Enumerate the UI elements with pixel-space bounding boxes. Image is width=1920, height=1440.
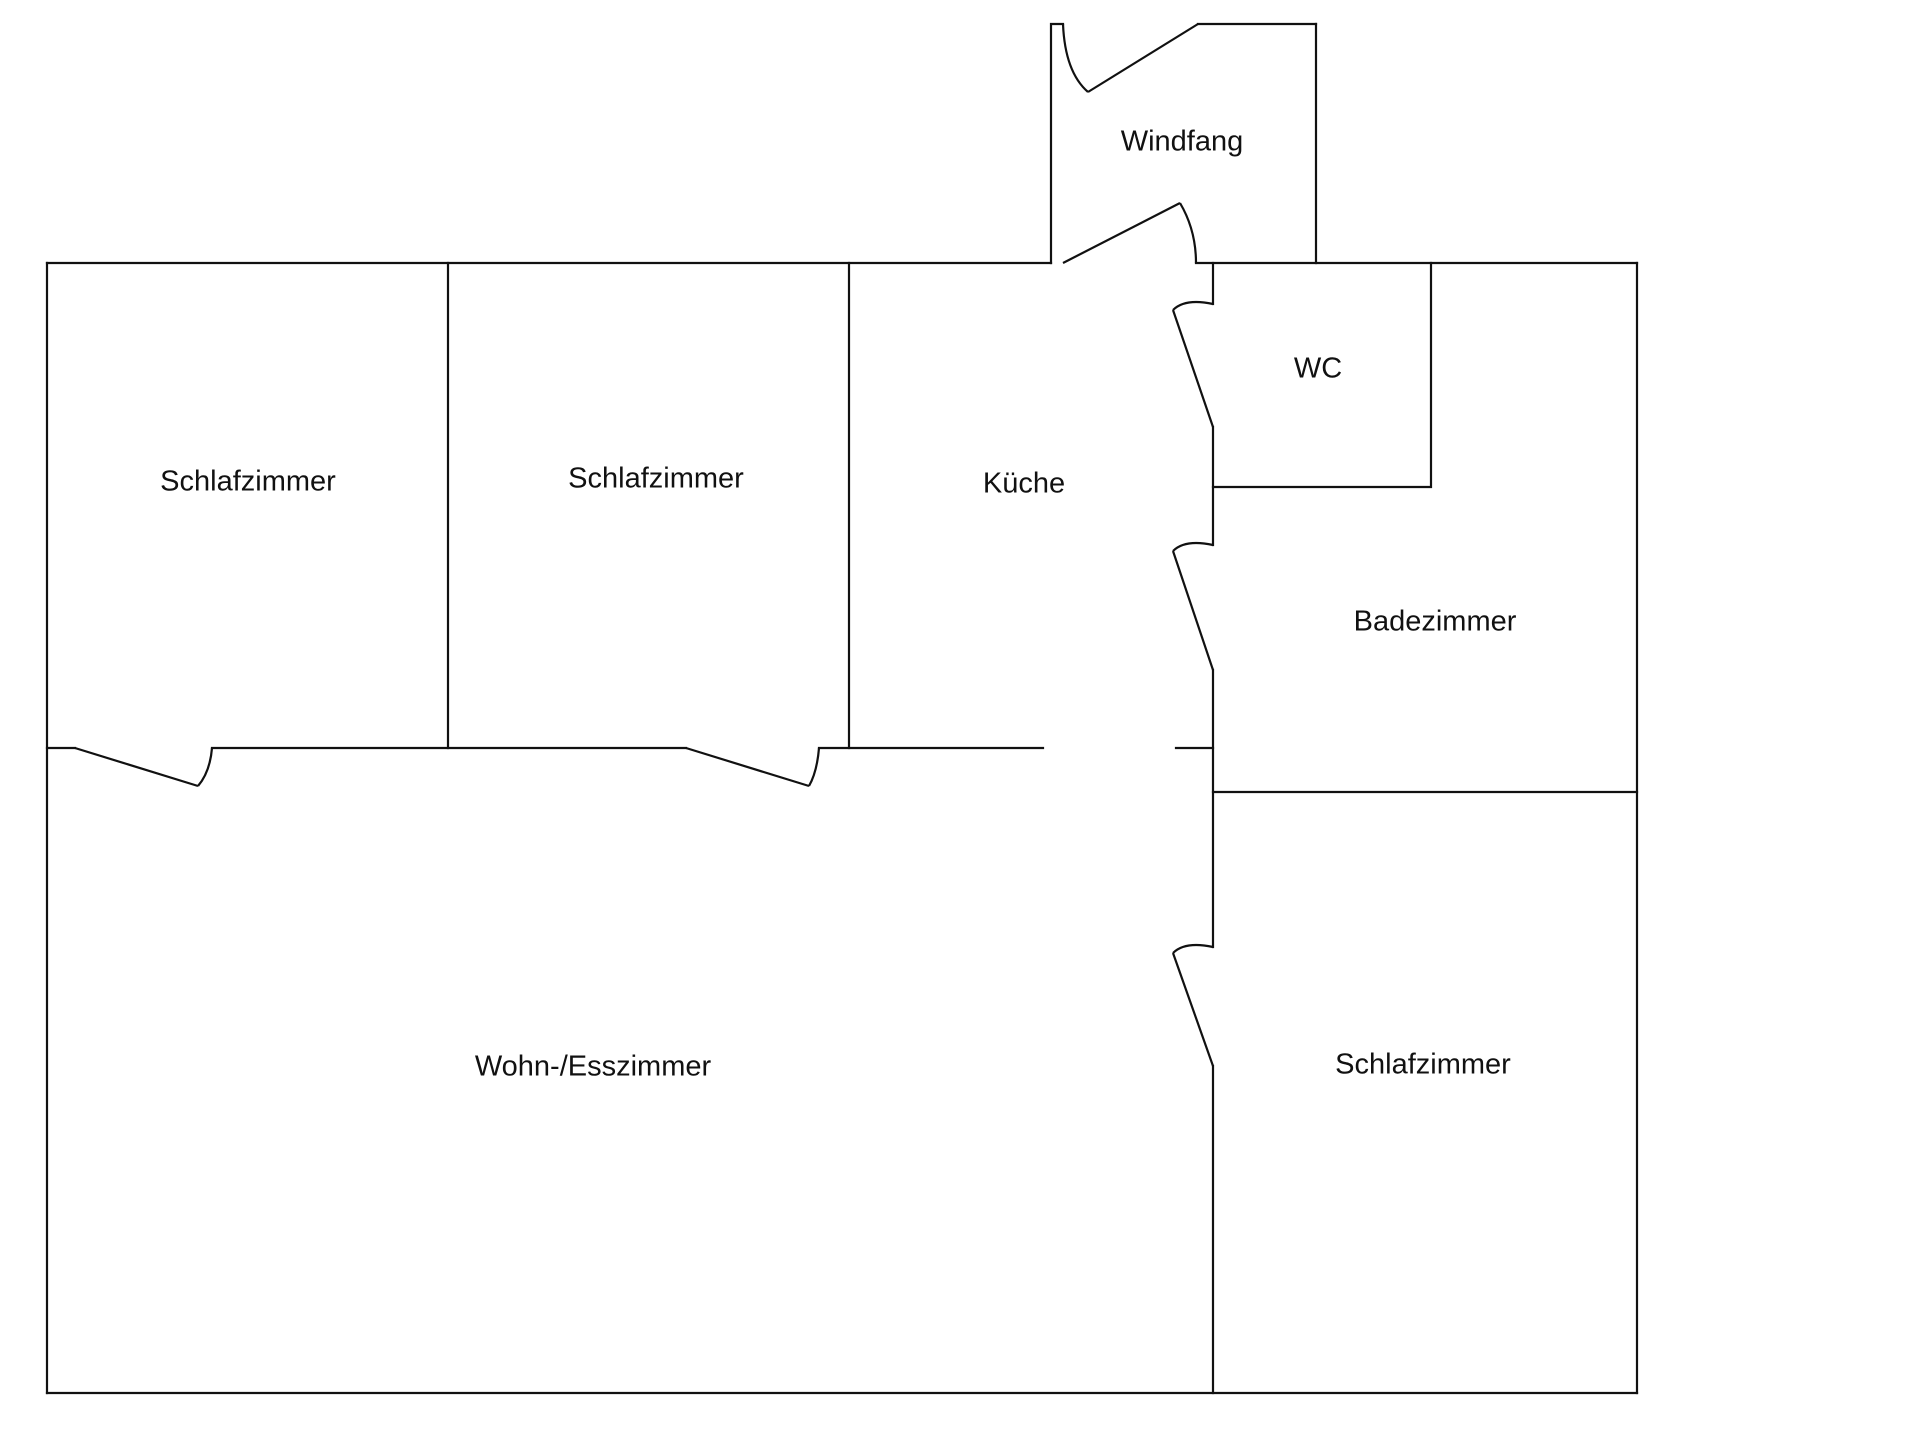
room-label-bedroom-2: Schlafzimmer (568, 463, 744, 495)
door-vestibule-entry (1061, 23, 1199, 93)
room-label-bathroom: Badezimmer (1354, 606, 1517, 638)
wc-walls (1211, 261, 1433, 489)
door-wc (1171, 300, 1215, 428)
room-label-wc: WC (1294, 353, 1342, 385)
door-vestibule-inner (1062, 202, 1198, 264)
door-bedroom-3 (1171, 943, 1215, 1067)
vestibule-walls (1049, 22, 1318, 265)
outer-walls (45, 261, 1639, 1395)
doors (74, 23, 1215, 1067)
door-bedroom-2 (685, 746, 821, 788)
door-bedroom-1 (74, 746, 214, 788)
room-labels: Schlafzimmer Schlafzimmer Küche Windfang… (160, 126, 1517, 1083)
room-label-bedroom-1: Schlafzimmer (160, 466, 336, 498)
room-label-bedroom-3: Schlafzimmer (1335, 1049, 1511, 1081)
room-label-kitchen: Küche (983, 468, 1065, 500)
room-label-vestibule: Windfang (1121, 126, 1244, 158)
interior-walls (45, 261, 1639, 1395)
vestibule-wall-left (1049, 22, 1065, 265)
door-bathroom (1171, 541, 1215, 671)
room-label-living-dining: Wohn-/Esszimmer (475, 1051, 712, 1083)
